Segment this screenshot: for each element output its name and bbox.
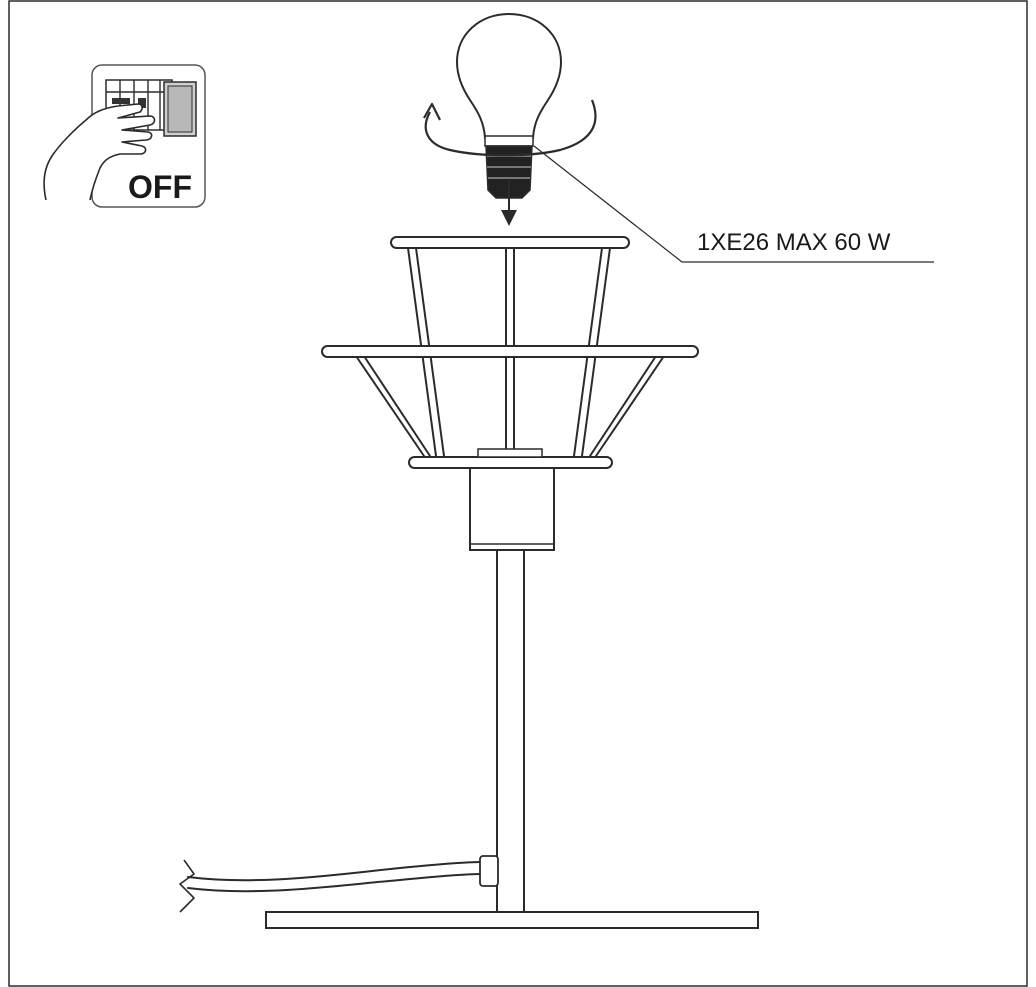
rotate-arrow-icon — [424, 99, 597, 157]
power-off-badge: OFF — [43, 64, 206, 208]
lamp-stem — [496, 549, 525, 913]
cord-grommet — [479, 855, 499, 887]
leader-line — [533, 145, 934, 263]
diagram-border — [8, 0, 1028, 987]
bulb-screw-base — [485, 145, 533, 199]
hand-icon — [43, 103, 156, 201]
cage-bottom-ring — [408, 456, 613, 469]
cage-top-ring — [390, 236, 630, 249]
bulb-glass — [455, 12, 563, 139]
down-arrow-icon — [501, 180, 517, 226]
cord-break-mark — [179, 859, 195, 913]
wire-cage-shade — [321, 236, 699, 469]
cage-middle-ring — [321, 345, 699, 358]
bulb-spec-callout: 1XE26 MAX 60 W — [533, 145, 934, 263]
bulb-neck — [484, 135, 534, 147]
lamp-base — [265, 911, 759, 929]
light-bulb — [423, 12, 597, 226]
bulb-spec-label: 1XE26 MAX 60 W — [697, 229, 891, 256]
off-label: OFF — [128, 169, 192, 205]
power-cord — [179, 855, 499, 913]
lamp-socket — [469, 467, 555, 551]
